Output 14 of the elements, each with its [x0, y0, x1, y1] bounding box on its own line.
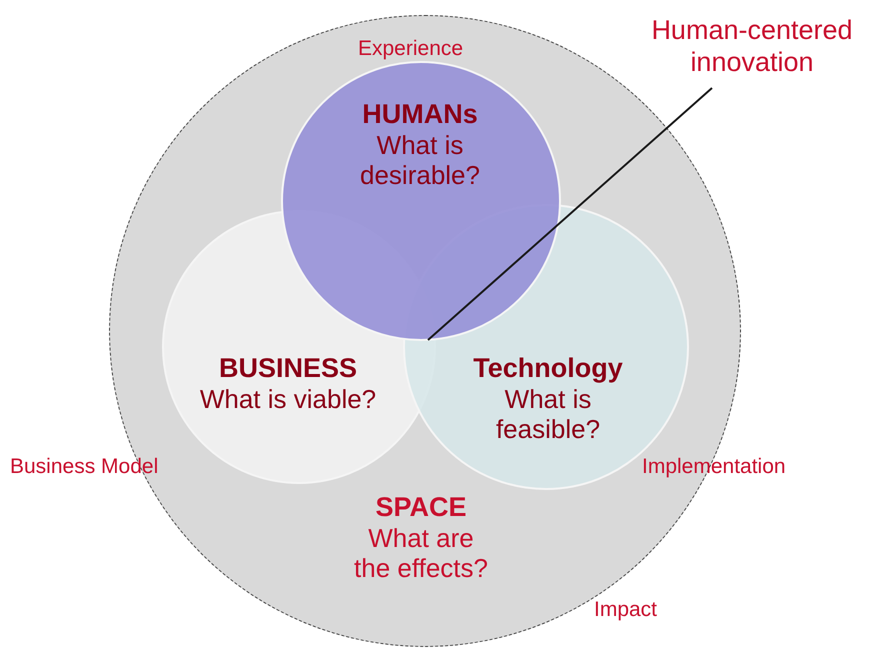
area-label: Impact [594, 597, 658, 623]
area-label: Business Model [10, 454, 158, 480]
question: What is viable? [200, 384, 376, 414]
area-label: Experience [358, 36, 464, 62]
area-label: Implementation [642, 454, 786, 480]
heading: HUMANs [362, 98, 478, 130]
heading: SPACE [375, 491, 467, 523]
question: What is feasible? [494, 384, 602, 444]
heading: Technology [473, 352, 623, 384]
question: What are the effects? [353, 523, 489, 583]
leader-line [427, 87, 713, 341]
callout-text: Human-centered innovation [612, 14, 892, 78]
heading: BUSINESS [218, 352, 358, 384]
question: What is desirable? [359, 130, 481, 190]
